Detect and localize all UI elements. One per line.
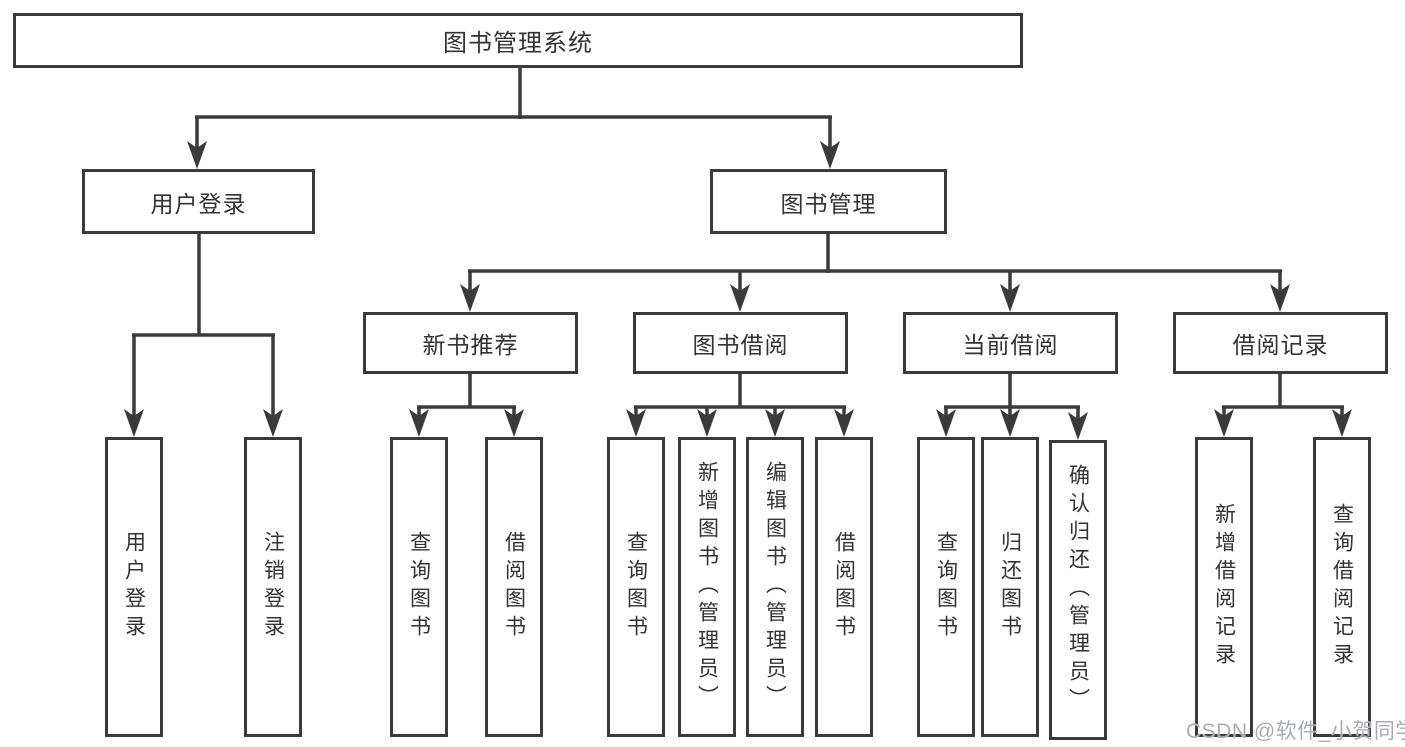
node-book-borrowing: 图书借阅 (633, 312, 848, 374)
node-leaf-user-login: 用户登录 (105, 437, 163, 737)
node-leaf-query-borrow-record: 查询借阅记录 (1313, 437, 1371, 737)
node-user-login: 用户登录 (82, 169, 315, 234)
node-borrowing-records: 借阅记录 (1173, 312, 1388, 374)
node-label: 查询图书 (934, 531, 958, 643)
node-leaf-logout: 注销登录 (244, 437, 302, 737)
node-leaf-add-borrow-record: 新增借阅记录 (1195, 437, 1253, 737)
node-leaf-return-books: 归还图书 (981, 437, 1039, 737)
node-current-borrowing: 当前借阅 (903, 312, 1118, 374)
node-label: 用户登录 (150, 190, 247, 217)
node-label: 查询借阅记录 (1330, 503, 1354, 671)
node-label: 借阅图书 (832, 531, 856, 643)
node-label: 借阅图书 (502, 531, 526, 643)
node-label: 新书推荐 (422, 332, 519, 358)
node-leaf-query-books-recommend: 查询图书 (390, 437, 448, 737)
node-library-management-system: 图书管理系统 (13, 13, 1023, 68)
node-new-book-recommendation: 新书推荐 (363, 312, 578, 374)
node-label: 图书管理 (780, 190, 877, 217)
node-label: 新增借阅记录 (1212, 503, 1236, 671)
node-label: 查询图书 (407, 531, 431, 643)
node-leaf-add-book-admin: 新增图书（管理员） (678, 437, 736, 737)
node-label: 确认归还（管理员） (1066, 464, 1090, 716)
node-leaf-borrow-books: 借阅图书 (815, 437, 873, 737)
node-label: 编辑图书（管理员） (763, 461, 787, 713)
node-label: 图书借阅 (692, 332, 789, 358)
node-leaf-query-books-borrow: 查询图书 (607, 437, 665, 737)
node-label: 用户登录 (122, 531, 146, 643)
node-leaf-edit-book-admin: 编辑图书（管理员） (746, 437, 804, 737)
node-label: 查询图书 (624, 531, 648, 643)
node-label: 借阅记录 (1232, 332, 1329, 358)
node-leaf-borrow-books-recommend: 借阅图书 (485, 437, 543, 737)
node-label: 图书管理系统 (443, 30, 593, 57)
node-leaf-confirm-return-admin: 确认归还（管理员） (1049, 440, 1107, 740)
node-label: 新增图书（管理员） (695, 461, 719, 713)
watermark: CSDN @软件_小贺同学 (1186, 720, 1405, 743)
node-label: 归还图书 (998, 531, 1022, 643)
node-label: 当前借阅 (962, 332, 1059, 358)
node-book-management: 图书管理 (710, 169, 947, 234)
node-leaf-query-books-current: 查询图书 (917, 437, 975, 737)
node-label: 注销登录 (261, 531, 285, 643)
